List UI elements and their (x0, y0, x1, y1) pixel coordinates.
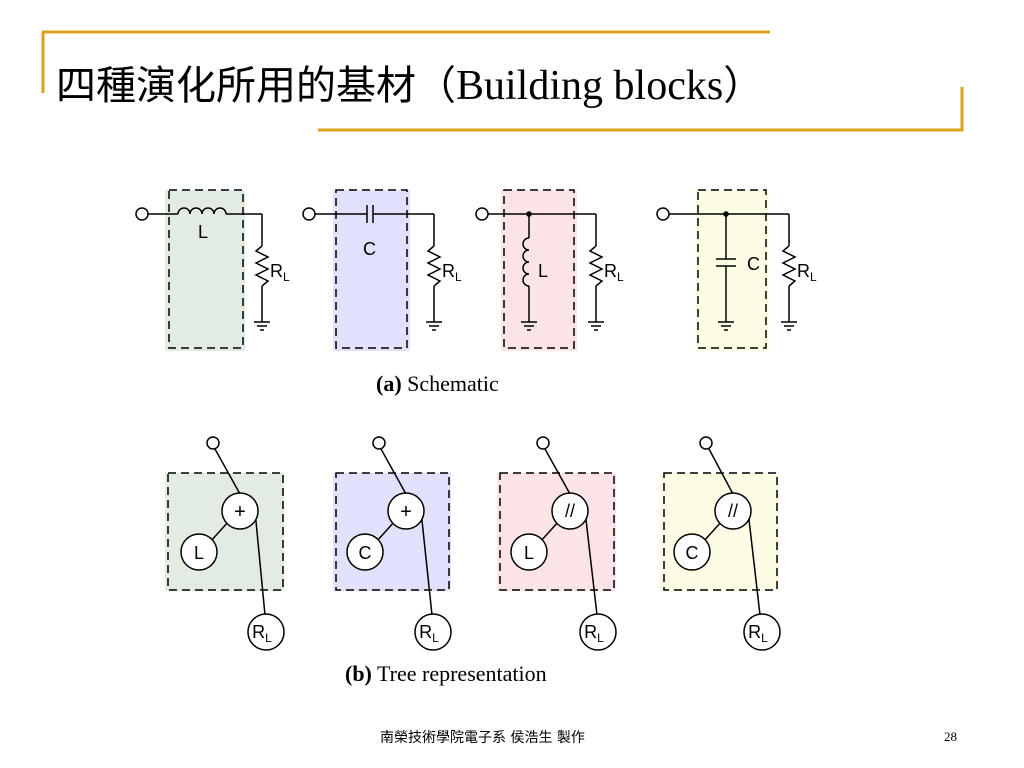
element-label: C (747, 254, 760, 274)
leaf-node (673, 533, 711, 571)
page-number: 28 (944, 729, 957, 744)
element-label: L (538, 261, 548, 281)
block-highlight (333, 190, 410, 351)
load-resistor-symbol (426, 245, 442, 287)
operator-node (714, 492, 752, 530)
load-resistor-symbol (254, 245, 270, 287)
tree-block-series-c: + C RL (333, 436, 452, 651)
block-dashed-border (335, 189, 408, 349)
input-node (372, 436, 386, 450)
block-highlight (165, 473, 284, 591)
block-dashed-border (167, 472, 284, 591)
leaf-label: C (686, 543, 699, 563)
load-node (414, 613, 452, 651)
footer-credit: 南榮技術學院電子系 侯浩生 製作 (380, 730, 585, 746)
operator-label: + (400, 501, 412, 523)
inductor-symbol (177, 207, 227, 215)
block-dashed-border (335, 472, 450, 591)
input-node (699, 436, 713, 450)
input-terminal (135, 207, 149, 221)
schematic-block-parallel-l: L RL (475, 189, 624, 351)
element-label: L (198, 222, 208, 242)
leaf-node (346, 533, 384, 571)
schematic-block-series-c: C RL (302, 189, 462, 351)
operator-label: // (728, 501, 738, 521)
block-dashed-border (663, 472, 778, 591)
operator-node (387, 492, 425, 530)
block-highlight (660, 473, 779, 591)
load-label: RL (419, 622, 439, 645)
load-label: RL (270, 261, 290, 284)
caption-letter: (b) (345, 661, 372, 686)
tree-block-parallel-c: // C RL (660, 436, 781, 651)
load-label: RL (797, 261, 817, 284)
ground-symbol (587, 321, 605, 331)
load-resistor-symbol (588, 245, 604, 287)
leaf-label: L (524, 543, 534, 563)
ground-symbol (425, 321, 443, 331)
ground-symbol (253, 321, 271, 331)
block-highlight (497, 473, 616, 591)
block-highlight (165, 190, 245, 351)
caption-letter: (a) (376, 371, 402, 396)
title-close: ） (723, 63, 764, 109)
input-node (206, 436, 220, 450)
input-terminal (302, 207, 316, 221)
inductor-symbol (522, 237, 530, 287)
input-terminal (656, 207, 670, 221)
ground-symbol (780, 321, 798, 331)
input-terminal (475, 207, 489, 221)
schematic-block-series-l: L RL (135, 189, 290, 351)
block-highlight (501, 190, 577, 351)
leaf-label: L (194, 543, 204, 563)
load-node (743, 613, 781, 651)
leaf-node (510, 533, 548, 571)
load-node (247, 613, 285, 651)
slide-title: 四種演化所用的基材（Building blocks） (56, 62, 946, 110)
title-frame (41, 30, 964, 132)
load-label: RL (748, 622, 768, 645)
operator-label: // (565, 501, 575, 521)
schematic-block-parallel-c: C RL (656, 189, 817, 351)
caption-schematic: (a) Schematic (376, 371, 499, 397)
load-label: RL (252, 622, 272, 645)
block-dashed-border (503, 189, 575, 349)
tree-block-parallel-l: // L RL (497, 436, 617, 651)
caption-tree: (b) Tree representation (345, 661, 547, 687)
caption-text: Schematic (401, 371, 499, 396)
leaf-label: C (359, 543, 372, 563)
tree-block-series-l: + L RL (165, 436, 285, 651)
block-dashed-border (697, 189, 767, 349)
load-label: RL (584, 622, 604, 645)
operator-node (221, 492, 259, 530)
block-highlight (695, 190, 769, 351)
load-node (579, 613, 617, 651)
block-dashed-border (499, 472, 615, 591)
title-cjk: 四種演化所用的基材（ (56, 63, 456, 109)
leaf-node (180, 533, 218, 571)
input-node (536, 436, 550, 450)
element-label: C (363, 239, 376, 259)
operator-node (551, 492, 589, 530)
load-label: RL (442, 261, 462, 284)
caption-text: Tree representation (371, 661, 547, 686)
block-dashed-border (168, 189, 244, 349)
operator-label: + (234, 501, 246, 523)
title-latin: Building blocks (456, 63, 724, 109)
load-resistor-symbol (781, 245, 797, 287)
block-highlight (333, 473, 451, 591)
load-label: RL (604, 261, 624, 284)
